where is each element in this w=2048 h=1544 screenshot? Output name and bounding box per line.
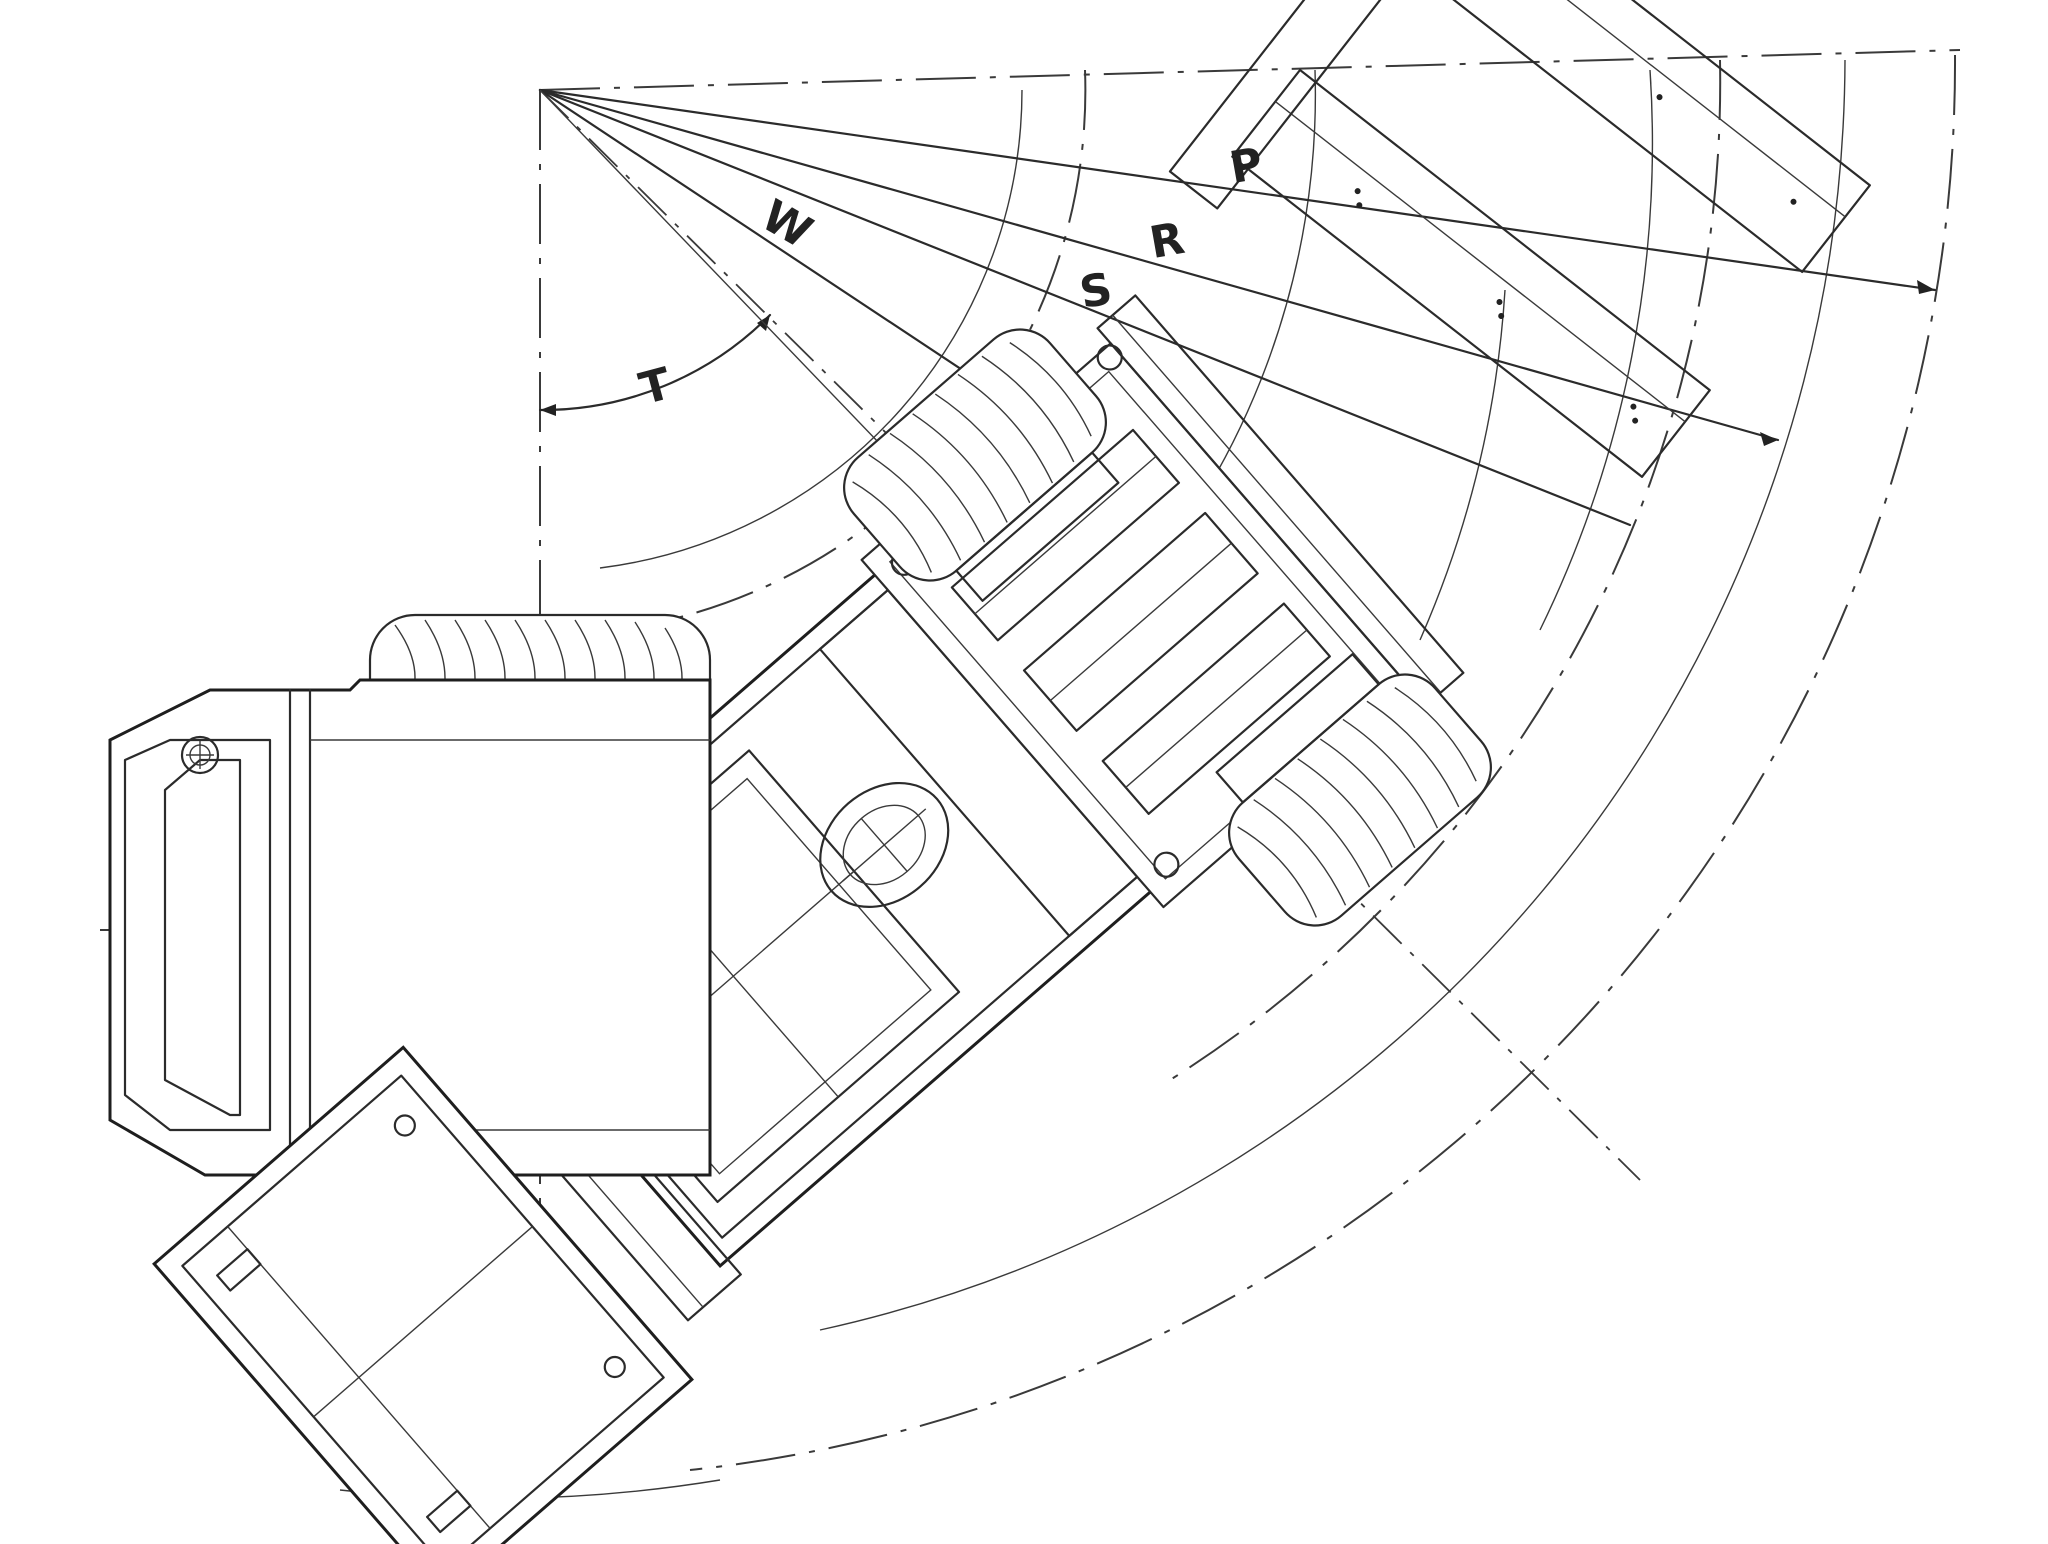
angle-t-ray xyxy=(539,89,906,471)
hub-right xyxy=(1215,653,1380,804)
label-w: W xyxy=(753,190,821,258)
rear-mount-bolt xyxy=(180,735,220,775)
chassis-tail xyxy=(152,1045,694,1544)
angle-t-arc xyxy=(538,313,772,412)
steering-wheel xyxy=(819,781,950,908)
rear-housing xyxy=(108,678,712,1177)
fork-tip-arc-inner xyxy=(1419,289,1506,641)
dimension-line-p xyxy=(538,88,1937,292)
label-t: T xyxy=(634,358,676,415)
fork-assembly xyxy=(1168,0,1871,478)
front-wheel-right xyxy=(1215,653,1492,927)
arrow-head-p xyxy=(1917,280,1935,294)
label-r: R xyxy=(1146,213,1188,269)
rear-body xyxy=(108,678,712,1177)
fork-left xyxy=(1231,68,1711,478)
dimension-line-s xyxy=(538,88,1632,527)
mid-arc-dashed xyxy=(1169,59,1722,1081)
front-wheel-left xyxy=(843,328,1120,602)
carriage xyxy=(1096,294,1465,707)
outer-arc-1 xyxy=(819,59,1846,1331)
angle-t-arrow-left xyxy=(540,404,556,416)
inner-arc xyxy=(599,89,1023,569)
label-p: P xyxy=(1226,138,1267,194)
arrow-head-r xyxy=(1760,432,1778,446)
fork-right xyxy=(1391,0,1871,274)
dimension-line-w xyxy=(538,88,987,387)
fork-carriage-plate xyxy=(1168,0,1502,210)
hub-left xyxy=(955,451,1120,602)
outer-arc-2 xyxy=(689,54,1957,1471)
dimension-line-r xyxy=(538,88,1780,442)
radial-dimensions xyxy=(538,88,1937,527)
label-s: S xyxy=(1076,263,1116,319)
fork-tip-arc xyxy=(1539,69,1654,631)
